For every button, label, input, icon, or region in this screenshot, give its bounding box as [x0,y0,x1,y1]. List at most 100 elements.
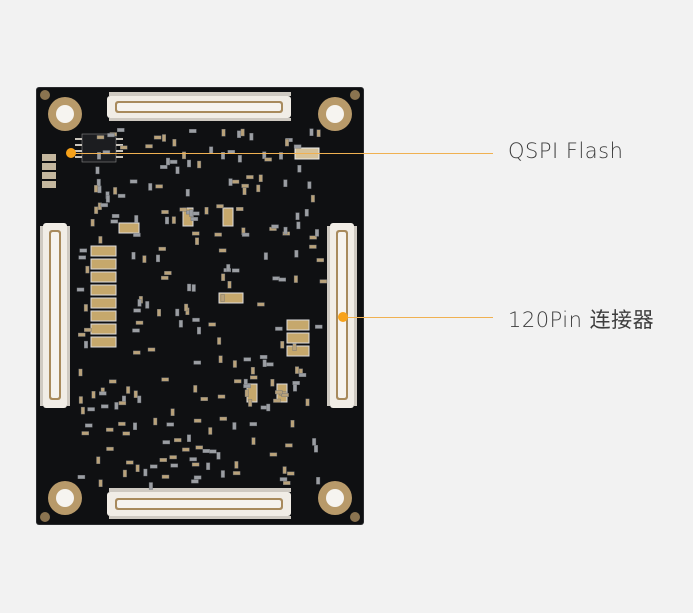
smd-component [249,375,258,380]
smd-component [161,474,170,479]
smd-component [143,468,148,477]
smd-component [285,443,293,448]
smd-component [165,216,170,225]
capacitor-stack-top-left [42,154,56,188]
smd-component [135,320,144,325]
smd-component [193,475,202,480]
smd-component [241,232,250,237]
smd-component [293,384,297,392]
smd-component [191,462,200,467]
smd-component [166,157,171,166]
smd-component [142,255,147,263]
smd-component [292,343,297,351]
smd-component [206,462,211,470]
smd-component [84,340,88,349]
smd-component [126,386,131,394]
smd-component [132,328,140,333]
smd-component [79,248,87,253]
mounting-hole-bottom-left [48,481,82,515]
smd-component [98,479,103,487]
callout-line-connector [345,317,493,318]
smd-component [96,456,101,464]
smd-component [240,128,245,137]
smd-component [182,151,187,160]
smd-component [171,216,176,224]
mounting-hole-top-right [318,97,352,131]
capacitor [218,292,244,304]
smd-component [312,438,317,446]
smd-component [309,244,317,249]
smd-component [295,212,300,220]
smd-component [315,229,319,237]
smd-component [284,138,289,147]
smd-component [190,216,199,221]
smd-component [77,475,86,479]
smd-component [119,145,128,150]
smd-component [91,391,96,399]
smd-component [250,367,255,375]
smd-component [169,455,177,460]
smd-component [232,471,241,476]
mounting-hole-bottom-right [318,481,352,515]
smd-component [99,391,107,396]
smd-component [97,152,101,160]
smd-component [242,187,247,196]
smd-component [147,347,156,352]
smd-component [170,408,175,416]
smd-component [90,218,95,227]
smd-component [251,437,256,445]
smd-component [191,479,199,484]
smd-component [197,160,202,169]
smd-component [87,407,95,412]
smd-component [264,157,272,162]
smd-component [158,246,166,251]
smd-component [160,164,168,169]
smd-component [235,207,244,212]
smd-component [309,235,317,240]
smd-component [170,463,178,468]
smd-component [191,284,196,292]
smd-component [76,287,85,292]
smd-component [133,232,141,237]
smd-component [148,183,153,191]
smd-component [166,422,174,427]
smd-component [135,464,140,472]
smd-component [266,362,274,367]
smd-component [100,203,108,208]
smd-component [85,423,93,428]
smd-component [274,390,283,395]
smd-component [94,206,99,214]
smd-component [175,308,180,317]
smd-component [96,135,105,140]
smd-component [221,129,226,137]
smd-component [102,150,111,155]
smd-component [145,144,153,149]
smd-component [94,185,98,193]
smd-component [187,159,192,168]
smd-component [162,440,171,445]
smd-component [161,210,169,215]
smd-component [202,449,211,453]
smd-component [189,129,197,133]
smd-component [314,445,318,453]
callout-dot-qspi [66,148,76,158]
smd-component [257,302,265,307]
smd-component [134,215,139,223]
smd-component [316,258,324,263]
smd-component [105,195,110,203]
smd-component [189,457,197,462]
smd-component [162,134,167,142]
smd-component [122,431,130,436]
smd-component [208,427,213,435]
smd-component [98,236,103,244]
smd-component [117,193,126,198]
mounting-hole-top-left [48,97,82,131]
smd-component [78,396,83,404]
capacitor [286,319,310,331]
corner-pad [350,90,360,100]
smd-component [114,402,119,410]
smd-component [279,477,288,482]
smd-component [107,133,115,138]
smd-component [241,183,249,188]
smd-component [232,360,237,368]
